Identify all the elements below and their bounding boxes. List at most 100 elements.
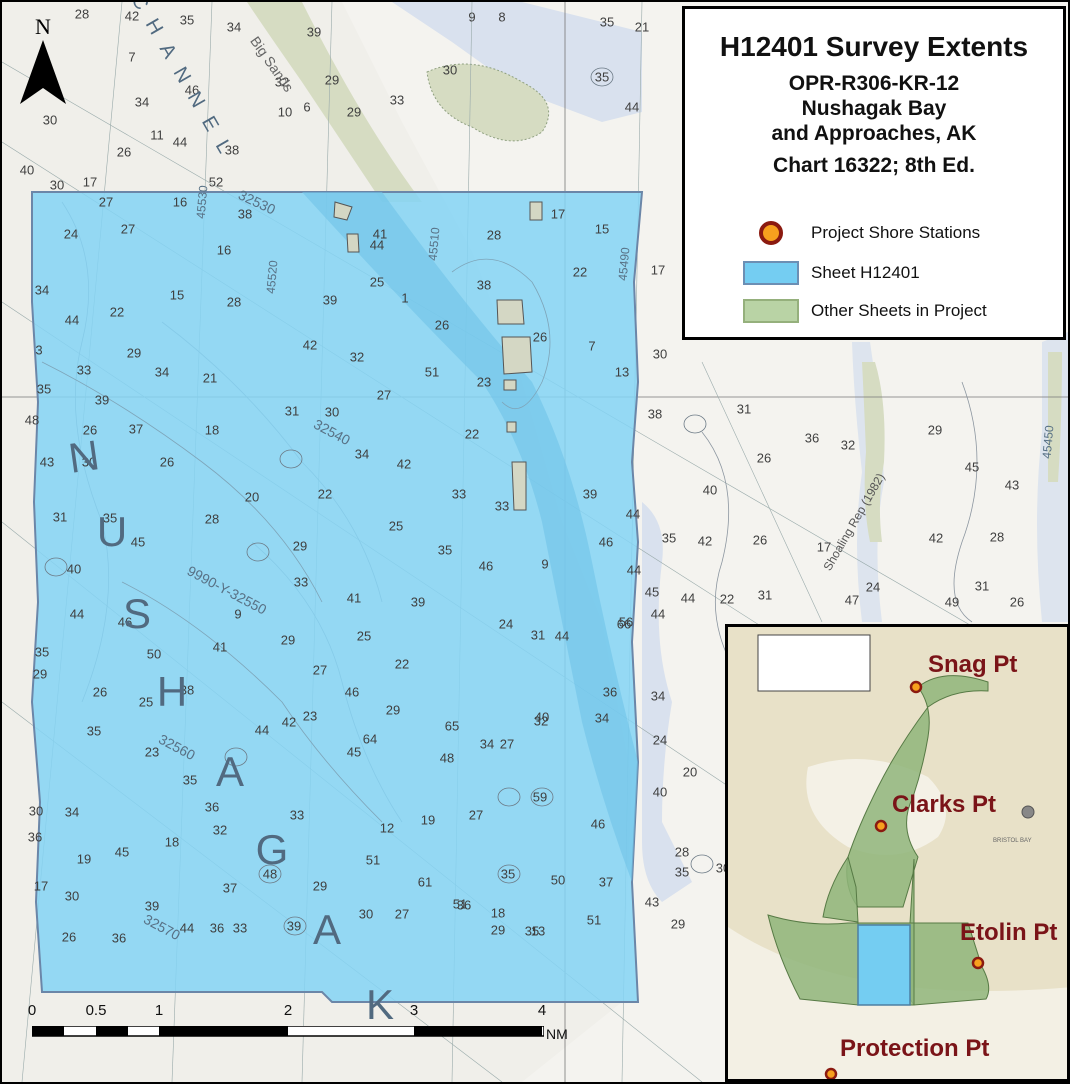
- depth-sounding: 9: [468, 9, 476, 25]
- legend-label: Other Sheets in Project: [811, 301, 987, 320]
- depth-sounding: 28: [486, 227, 502, 243]
- depth-sounding: 44: [624, 99, 640, 115]
- depth-sounding: 25: [388, 518, 404, 534]
- depth-sounding: 27: [468, 807, 484, 823]
- depth-sounding: 45: [644, 584, 660, 600]
- station-snag-pt-icon: [909, 680, 923, 694]
- depth-sounding: 59: [532, 789, 548, 805]
- place-label-protection-pt: Protection Pt: [840, 1035, 990, 1062]
- depth-sounding: 29: [280, 632, 296, 648]
- nushagak-letter: U: [96, 508, 128, 555]
- depth-sounding: 37: [128, 421, 144, 437]
- depth-sounding: 42: [928, 530, 944, 546]
- depth-sounding: 21: [202, 370, 218, 386]
- nushagak-letter: H: [156, 668, 188, 715]
- depth-sounding: 33: [289, 807, 305, 823]
- depth-sounding: 26: [61, 929, 77, 945]
- depth-sounding: 36: [209, 920, 225, 936]
- depth-sounding: 38: [476, 277, 492, 293]
- depth-sounding: 37: [222, 880, 238, 896]
- depth-sounding: 30: [324, 404, 340, 420]
- depth-sounding: 30: [442, 62, 458, 78]
- depth-sounding: 29: [292, 538, 308, 554]
- area-line-1: Nushagak Bay: [801, 97, 947, 120]
- scale-label: 0.5: [85, 1002, 107, 1019]
- depth-sounding: 44: [69, 606, 85, 622]
- depth-sounding: 13: [530, 923, 546, 939]
- depth-sounding: 35: [500, 866, 516, 882]
- depth-sounding: 34: [34, 282, 50, 298]
- depth-sounding: 35: [182, 772, 198, 788]
- depth-sounding: 40: [534, 709, 550, 725]
- depth-sounding: 9: [234, 606, 242, 622]
- legend-item-other-sheets: Other Sheets in Project: [743, 299, 987, 323]
- depth-sounding: 1: [401, 290, 409, 306]
- depth-sounding: 27: [120, 221, 136, 237]
- depth-sounding: 44: [64, 312, 80, 328]
- depth-sounding: 44: [554, 628, 570, 644]
- depth-sounding: 35: [437, 542, 453, 558]
- depth-sounding: 39: [286, 918, 302, 934]
- depth-sounding: 16: [172, 194, 188, 210]
- depth-sounding: 22: [317, 486, 333, 502]
- depth-sounding: 18: [490, 905, 506, 921]
- depth-sounding: 36: [204, 799, 220, 815]
- depth-sounding: 48: [262, 866, 278, 882]
- depth-sounding: 28: [204, 511, 220, 527]
- depth-sounding: 44: [680, 590, 696, 606]
- depth-sounding: 34: [650, 688, 666, 704]
- depth-sounding: 26: [82, 422, 98, 438]
- depth-sounding: 21: [634, 19, 650, 35]
- depth-sounding: 32: [212, 822, 228, 838]
- depth-sounding: 8: [498, 9, 506, 25]
- depth-sounding: 22: [572, 264, 588, 280]
- depth-sounding: 26: [1009, 594, 1025, 610]
- nushagak-letter: G: [255, 826, 289, 873]
- depth-sounding: 17: [82, 174, 98, 190]
- depth-sounding: 42: [302, 337, 318, 353]
- depth-sounding: 36: [27, 829, 43, 845]
- depth-sounding: 34: [594, 710, 610, 726]
- depth-sounding: 27: [376, 387, 392, 403]
- depth-sounding: 30: [49, 177, 65, 193]
- depth-sounding: 33: [293, 574, 309, 590]
- depth-sounding: 28: [226, 294, 242, 310]
- depth-sounding: 47: [844, 592, 860, 608]
- loran-label: 45530: [193, 184, 211, 220]
- depth-sounding: 11: [150, 127, 164, 143]
- depth-sounding: 17: [33, 878, 49, 894]
- depth-sounding: 35: [179, 12, 195, 28]
- depth-sounding: 29: [490, 922, 506, 938]
- depth-sounding: 45: [964, 459, 980, 475]
- depth-sounding: 3: [35, 342, 43, 358]
- depth-sounding: 41: [212, 639, 228, 655]
- depth-sounding: 65: [444, 718, 460, 734]
- depth-sounding: 27: [499, 736, 515, 752]
- depth-sounding: 46: [590, 816, 606, 832]
- depth-sounding: 7: [128, 49, 136, 65]
- depth-sounding: 39: [94, 392, 110, 408]
- depth-sounding: 44: [369, 237, 385, 253]
- depth-sounding: 34: [154, 364, 170, 380]
- depth-sounding: 23: [144, 744, 160, 760]
- depth-sounding: 38: [224, 142, 240, 158]
- depth-sounding: 24: [865, 579, 881, 595]
- depth-sounding: 38: [179, 682, 195, 698]
- depth-sounding: 32: [349, 349, 365, 365]
- depth-sounding: 42: [124, 8, 140, 24]
- inset-chart: BRISTOL BAY: [728, 627, 1067, 1079]
- depth-sounding: 43: [1004, 477, 1020, 493]
- scale-label: 3: [409, 1002, 419, 1019]
- depth-sounding: 27: [394, 906, 410, 922]
- north-arrow-icon: N: [20, 14, 66, 104]
- depth-sounding: 42: [396, 456, 412, 472]
- depth-sounding: 28: [989, 529, 1005, 545]
- scale-label: 2: [283, 1002, 293, 1019]
- depth-sounding: 33: [389, 92, 405, 108]
- depth-sounding: 44: [172, 134, 188, 150]
- nushagak-letter: A: [215, 748, 245, 795]
- legend-item-shore-stations: Project Shore Stations: [743, 221, 980, 245]
- depth-sounding: 29: [312, 878, 328, 894]
- depth-sounding: 6: [303, 99, 311, 115]
